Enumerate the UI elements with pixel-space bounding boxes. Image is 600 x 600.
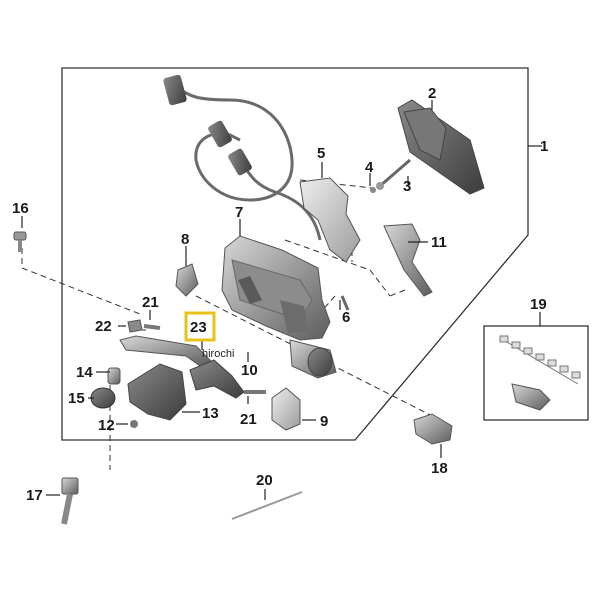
- label-9: 9: [320, 413, 328, 430]
- label-15: 15: [68, 390, 85, 407]
- center-bracket: [189, 359, 245, 399]
- label-7: 7: [235, 204, 243, 221]
- part-16-bolt: [13, 231, 27, 252]
- label-21-upper: 21: [142, 294, 159, 311]
- part-11-bracket: [383, 223, 433, 297]
- label-14: 14: [76, 364, 93, 381]
- part-14-sleeve: [107, 367, 121, 385]
- label-12: 12: [98, 417, 115, 434]
- part-19-key-kit: [499, 335, 581, 411]
- part-21-screw-upper: [143, 324, 161, 330]
- highlight-box-23: [184, 311, 216, 342]
- label-8: 8: [181, 231, 189, 248]
- label-3: 3: [403, 178, 411, 195]
- cable-harness: [163, 74, 322, 241]
- part-13-pad: [127, 363, 187, 421]
- label-19: 19: [530, 296, 547, 313]
- label-22: 22: [95, 318, 112, 335]
- label-10: 10: [241, 362, 258, 379]
- part-12-nut: [130, 420, 138, 428]
- part-20-rod: [231, 491, 303, 520]
- part-15-grommet: [90, 387, 116, 409]
- label-4: 4: [365, 159, 374, 176]
- label-2: 2: [428, 85, 436, 102]
- part-3-screw: [376, 158, 411, 190]
- part-6-screw: [340, 295, 350, 311]
- label-1: 1: [540, 138, 548, 155]
- part-17-bolt: [61, 477, 79, 525]
- leader-lines: [21, 100, 542, 500]
- watermark: hirochi: [202, 348, 234, 360]
- part-10-pivot: [289, 339, 337, 379]
- label-23: 23: [190, 319, 207, 336]
- label-21-lower: 21: [240, 411, 257, 428]
- label-6: 6: [342, 309, 350, 326]
- label-16: 16: [12, 200, 29, 217]
- kit-frame: [483, 325, 589, 421]
- part-22-clip: [127, 319, 143, 333]
- assembly-lines: [21, 179, 451, 470]
- label-13: 13: [202, 405, 219, 422]
- label-18: 18: [431, 460, 448, 477]
- part-4-washer: [370, 187, 376, 193]
- part-18-plug: [413, 413, 453, 445]
- part-7-main-housing: [221, 235, 331, 341]
- label-11: 11: [431, 234, 447, 251]
- label-17: 17: [26, 487, 43, 504]
- part-5-holder: [299, 177, 361, 263]
- label-5: 5: [317, 145, 325, 162]
- assembly-frame: [61, 67, 529, 441]
- part-8-knob: [175, 263, 199, 297]
- part-9-clamp: [271, 387, 301, 431]
- label-20: 20: [256, 472, 273, 489]
